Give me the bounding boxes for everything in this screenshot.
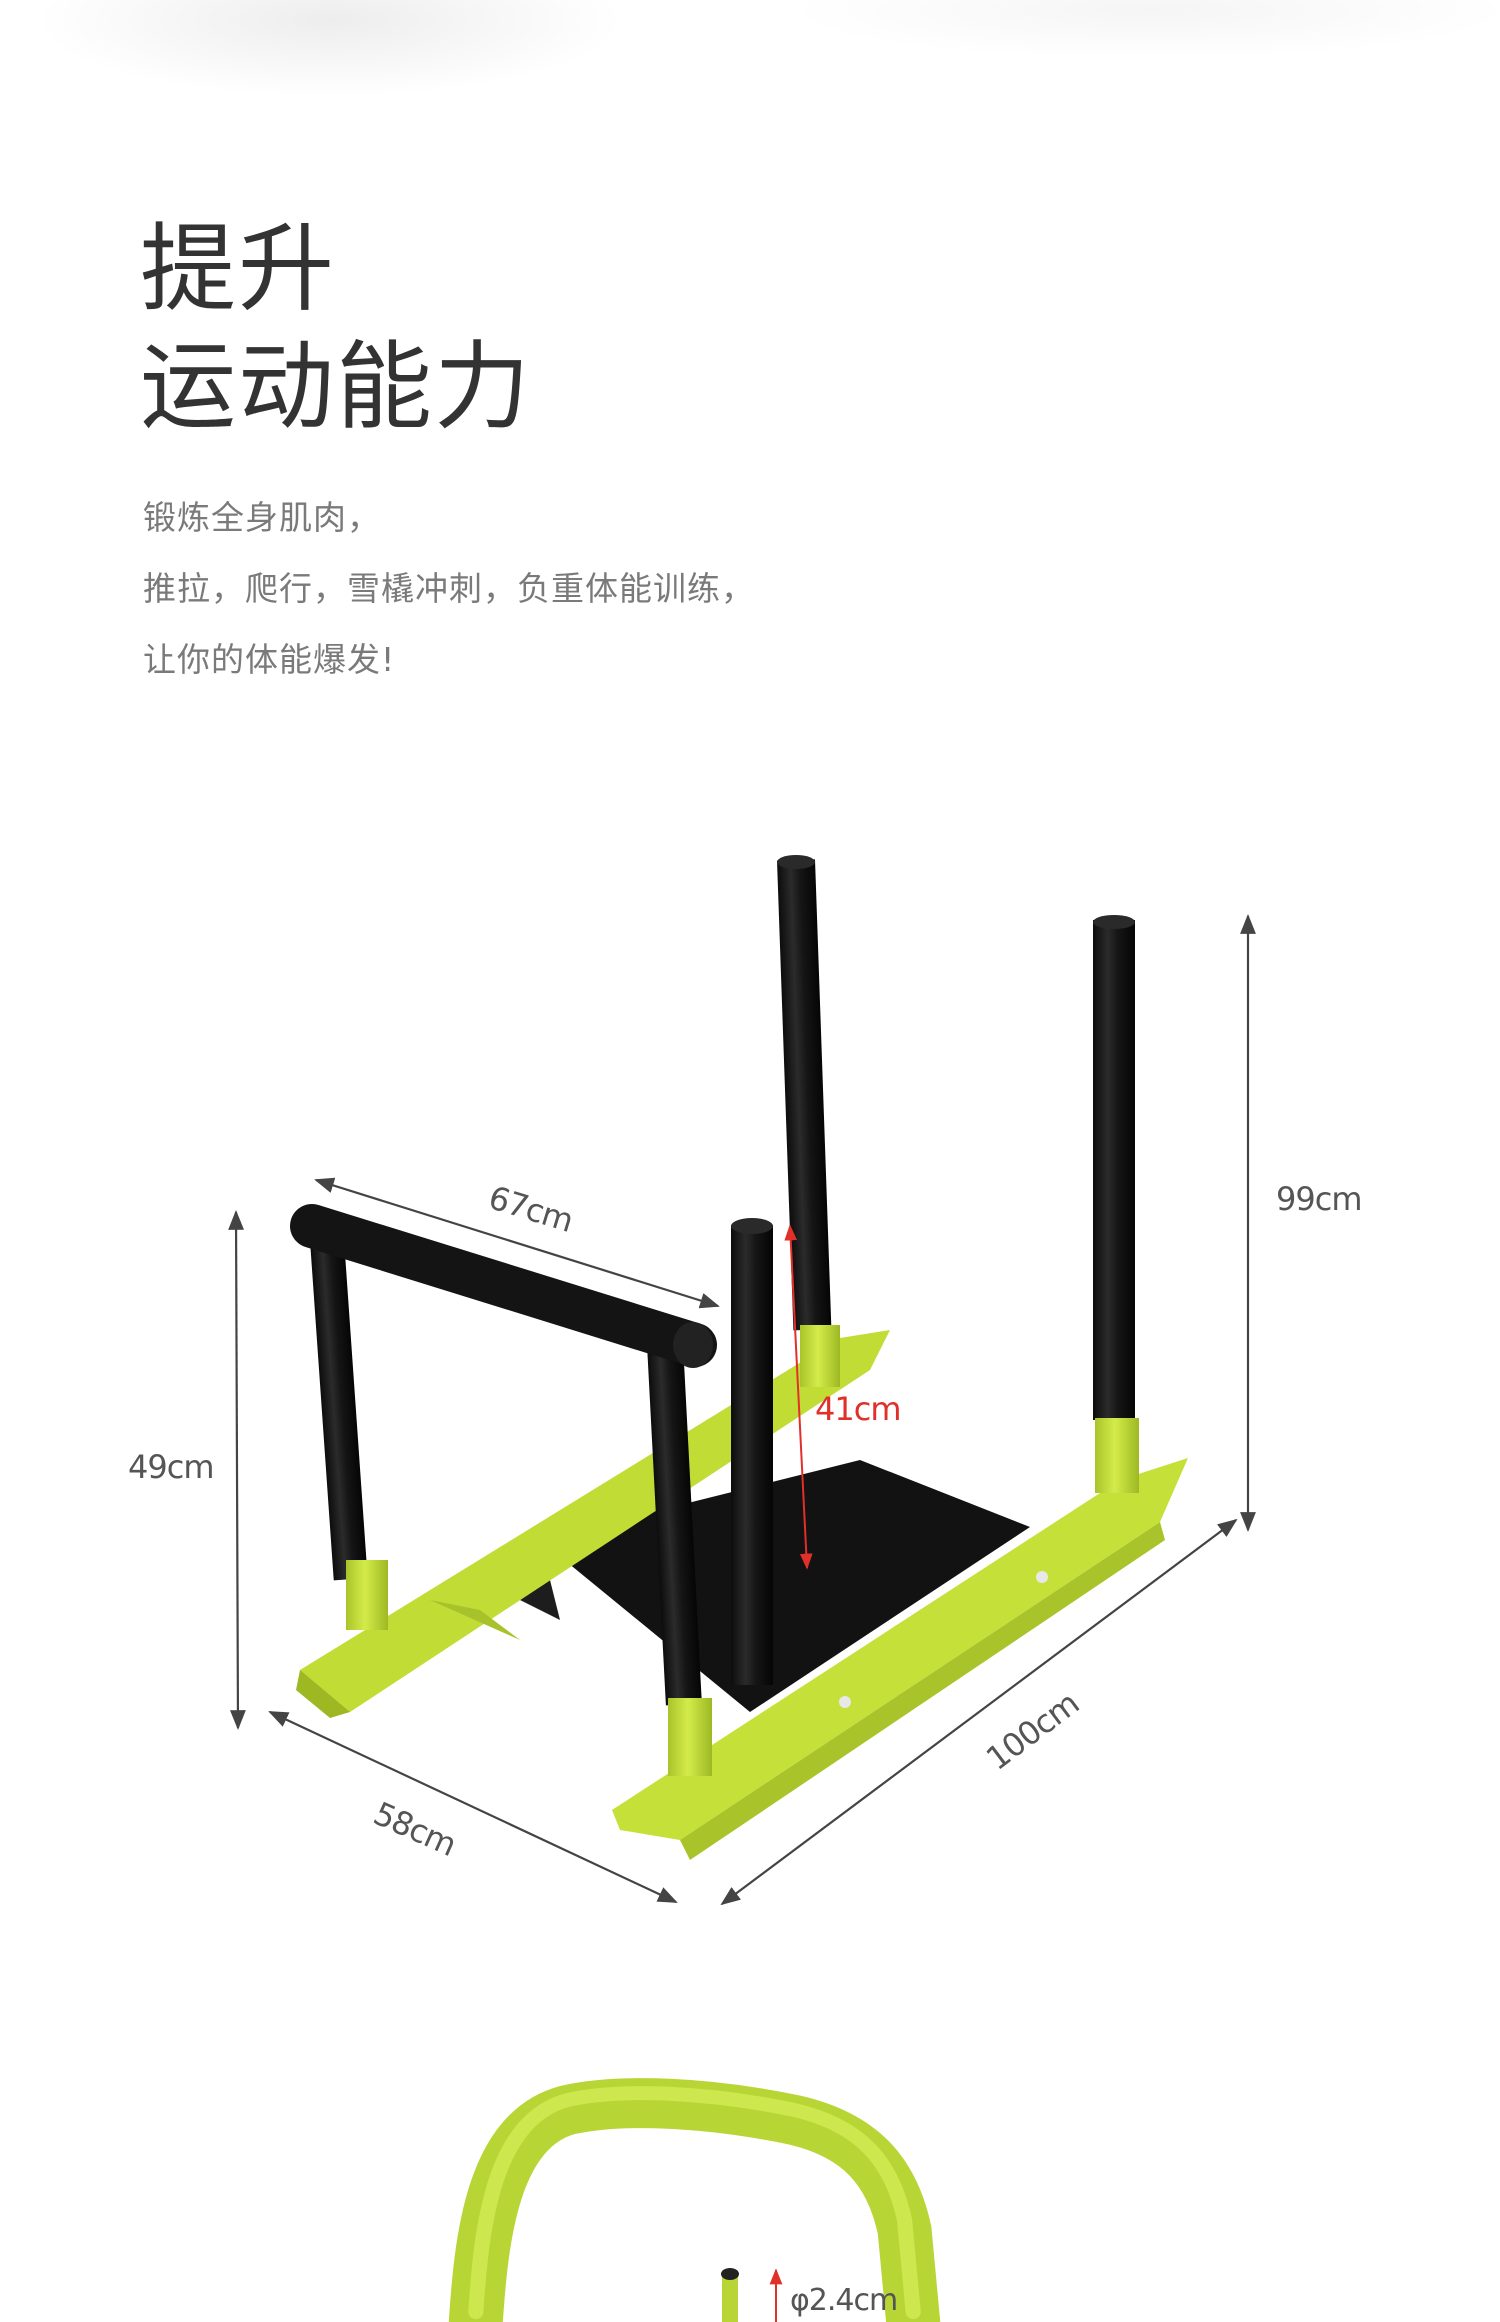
feature-description: 锻炼全身肌肉， 推拉，爬行，雪橇冲刺，负重体能训练， 让你的体能爆发! [143,482,755,695]
tall-front-post [1093,915,1139,1493]
post-height-label: 41cm [815,1390,901,1428]
total-height-label: 99cm [1276,1180,1362,1218]
description-line-1: 锻炼全身肌肉， [143,498,381,537]
headline-line-2: 运动能力 [140,331,532,443]
top-background-haze [0,0,1500,180]
tall-back-post [777,855,840,1387]
post-height-line [784,1224,813,1570]
headline-line-1: 提升 [140,213,336,325]
dimension-lines [228,914,1256,1906]
tube-diameter-label: φ2.4cm [790,2283,898,2318]
description-line-3: 让你的体能爆发! [143,640,396,679]
handle-height-label: 49cm [128,1448,214,1486]
description-line-2: 推拉，爬行，雪橇冲刺，负重体能训练， [143,569,755,608]
page-headline: 提升 运动能力 [140,210,532,446]
center-post [731,1218,773,1685]
detail-tube-frame [448,2078,941,2322]
